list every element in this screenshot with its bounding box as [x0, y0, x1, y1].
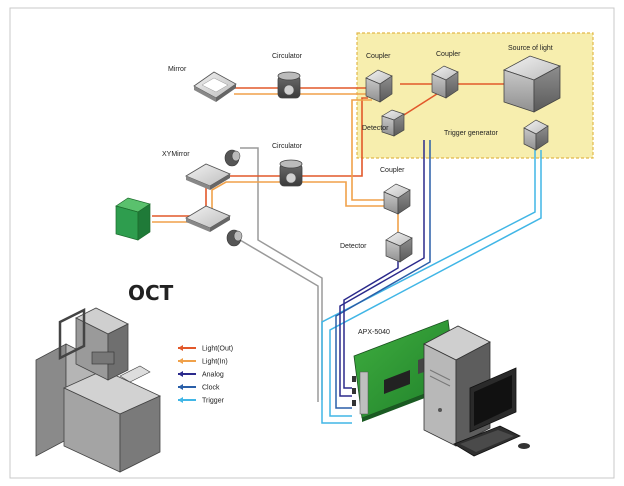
- legend-label: Light(Out): [202, 346, 233, 353]
- legend-arrowhead: [178, 384, 183, 390]
- detector-2: [385, 231, 413, 263]
- board-label: APX-5040: [358, 329, 390, 336]
- clock-line: [335, 140, 431, 409]
- mirror-label: Mirror: [168, 66, 187, 73]
- xy-mirror-label: XYMirror: [162, 151, 190, 158]
- mirror: [193, 71, 237, 102]
- legend-item: Trigger: [178, 397, 225, 405]
- circulator-top: [277, 71, 301, 99]
- coupler-3: [383, 183, 411, 215]
- oct-machine: [35, 307, 161, 473]
- legend-item: Light(Out): [178, 345, 233, 353]
- circulator-mid-label: Circulator: [272, 143, 303, 150]
- detector-1-label: Detector: [362, 125, 389, 132]
- legend-item: Clock: [178, 384, 220, 392]
- detector-1: [381, 109, 405, 137]
- legend-item: Analog: [178, 371, 224, 379]
- analog-line-1: [339, 140, 425, 397]
- legend-arrowhead: [178, 371, 183, 377]
- trigger-generator-label: Trigger generator: [444, 130, 498, 137]
- legend-item: Light(In): [178, 358, 228, 366]
- legend-label: Analog: [202, 372, 224, 379]
- xy-mirror: [185, 149, 243, 247]
- light-in-line-3: [351, 99, 386, 201]
- coupler-2: [431, 65, 459, 99]
- light-in-line-4: [302, 181, 386, 207]
- trigger-line-1: [321, 150, 536, 424]
- source-label: Source of light: [508, 45, 553, 52]
- image-frame: [9, 7, 615, 479]
- circulator-top-label: Circulator: [272, 53, 303, 60]
- computer: [423, 325, 530, 457]
- light-out-line-5: [302, 97, 368, 177]
- light-source: [502, 55, 562, 113]
- sample: [115, 197, 151, 241]
- xy-motor-1: [224, 149, 241, 167]
- gray-line-2: [239, 239, 319, 402]
- trigger-line-2: [329, 150, 542, 417]
- light-in-line-5: [211, 181, 280, 212]
- coupler-1: [365, 69, 393, 103]
- legend-label: Clock: [202, 385, 220, 392]
- coupler-2-label: Coupler: [436, 51, 461, 58]
- legend-label: Light(In): [202, 359, 228, 366]
- xy-motor-2: [226, 229, 243, 247]
- trigger-generator: [523, 119, 549, 151]
- circulator-mid: [279, 159, 303, 187]
- analog-line-2: [343, 258, 399, 389]
- detector-2-label: Detector: [340, 243, 367, 250]
- diagram-title: OCT: [128, 281, 174, 305]
- legend-arrowhead: [178, 345, 183, 351]
- coupler-3-label: Coupler: [380, 167, 405, 174]
- legend-arrowhead: [178, 358, 183, 364]
- gray-line-1: [240, 147, 323, 400]
- legend-label: Trigger: [202, 398, 225, 405]
- legend-arrowhead: [178, 397, 183, 403]
- coupler-1-label: Coupler: [366, 53, 391, 60]
